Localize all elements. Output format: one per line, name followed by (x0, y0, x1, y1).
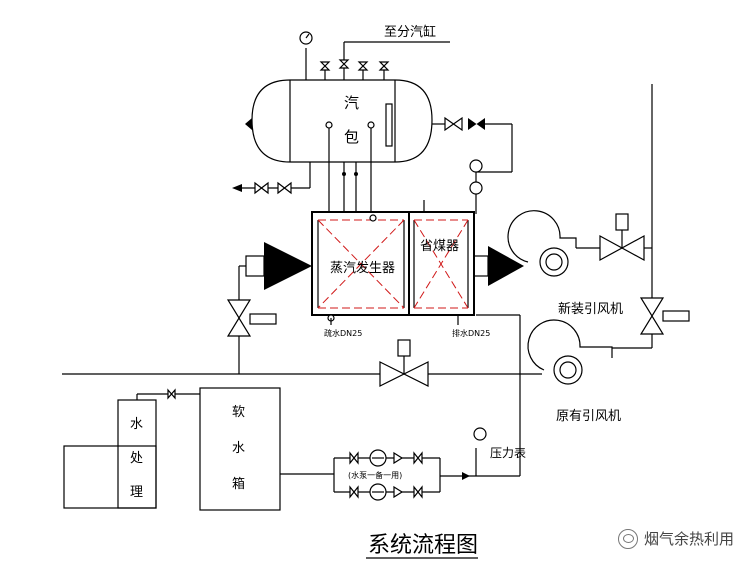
new-fan-label: 新装引风机 (558, 301, 623, 317)
water-treatment-unit (63, 388, 200, 509)
water-treatment-label-2: 处 (130, 451, 143, 466)
soft-tank-label-3: 箱 (232, 476, 245, 492)
to-cylinder-label: 至分汽缸 (384, 24, 436, 40)
flue-gas-outlet (473, 246, 524, 286)
soft-tank-label-2: 水 (232, 441, 245, 456)
heat-exchanger-block (311, 200, 475, 325)
pressure-gauge-label: 压力表 (490, 446, 526, 460)
watermark: 烟气余热利用 (617, 528, 734, 549)
water-treatment-label-1: 水 (130, 417, 143, 432)
old-fan (527, 319, 613, 385)
drum-outlet-line (432, 116, 513, 214)
soft-water-tank (199, 387, 334, 511)
drum-top-fittings (299, 31, 450, 80)
steam-generator-label: 蒸汽发生器 (330, 260, 395, 276)
economizer-label: 省煤器 (420, 239, 459, 254)
watermark-text: 烟气余热利用 (643, 530, 734, 548)
chimney-line (612, 84, 690, 349)
blowdown-line (232, 162, 311, 195)
new-fan (507, 210, 652, 277)
drum-label-2: 包 (344, 128, 359, 146)
drum-riser-pipes (325, 121, 375, 212)
drain-left-label: 疏水DN25 (324, 328, 362, 338)
wechat-icon (617, 528, 638, 549)
drain-right-label: 排水DN25 (452, 328, 490, 338)
pump-note-label: (水泵一备一用) (348, 470, 402, 480)
main-flue-line (62, 339, 542, 387)
soft-tank-label-1: 软 (232, 405, 245, 420)
diagram-title: 系统流程图 (368, 533, 478, 558)
drum-label-1: 汽 (344, 94, 359, 112)
old-fan-label: 原有引风机 (556, 409, 621, 424)
pump-station (333, 314, 521, 501)
flue-gas-inlet (226, 242, 312, 348)
steam-drum (245, 79, 433, 163)
water-treatment-label-3: 理 (130, 485, 143, 500)
